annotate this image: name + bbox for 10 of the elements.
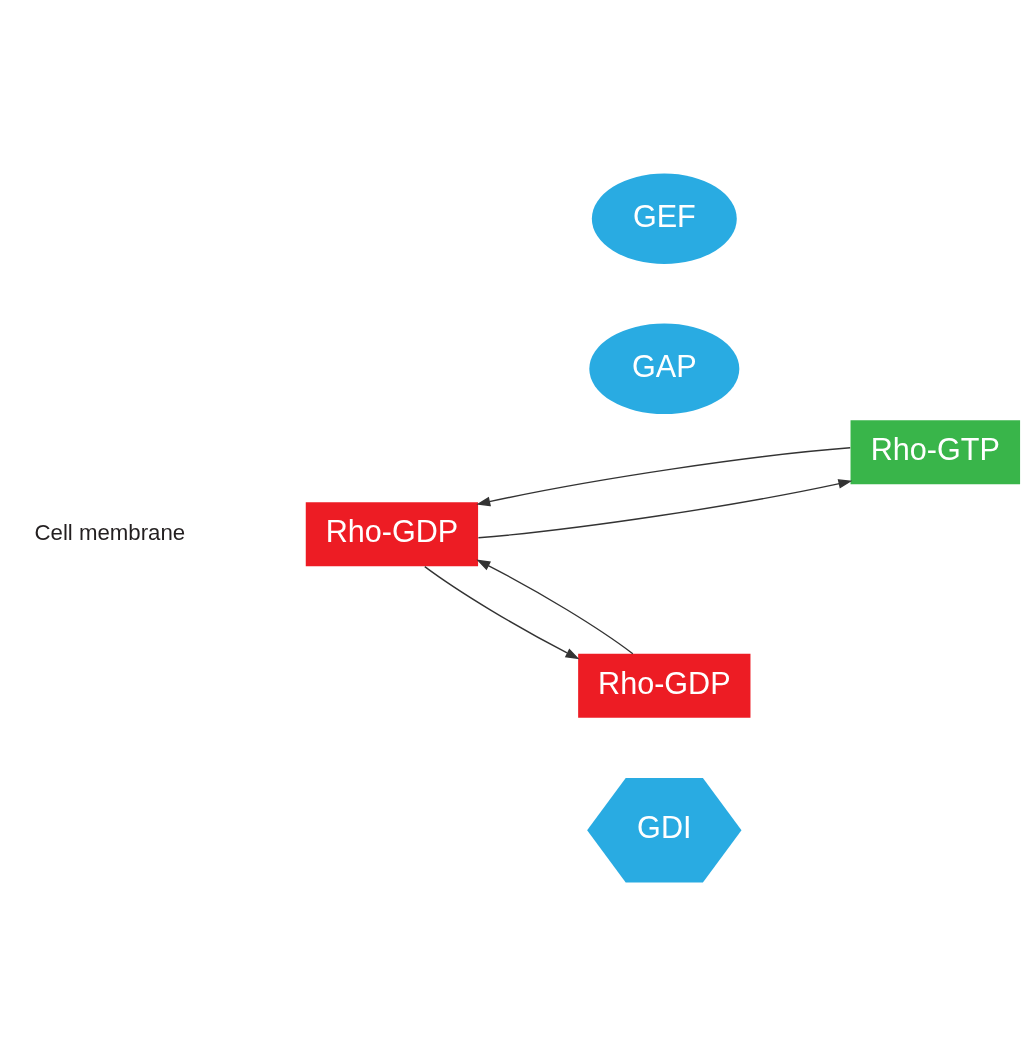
node-box: Rho-GTP — [850, 419, 1021, 484]
node-ellipse: GEF — [591, 173, 737, 264]
node-box: Rho-GDP — [305, 501, 479, 566]
arrow — [477, 478, 853, 538]
label: Cell membrane — [34, 519, 186, 545]
node-ellipse: GAP — [589, 323, 740, 414]
node-box: Rho-GDP — [578, 653, 751, 718]
arrow — [424, 565, 580, 659]
arrow — [476, 559, 634, 654]
arrow — [476, 446, 851, 506]
